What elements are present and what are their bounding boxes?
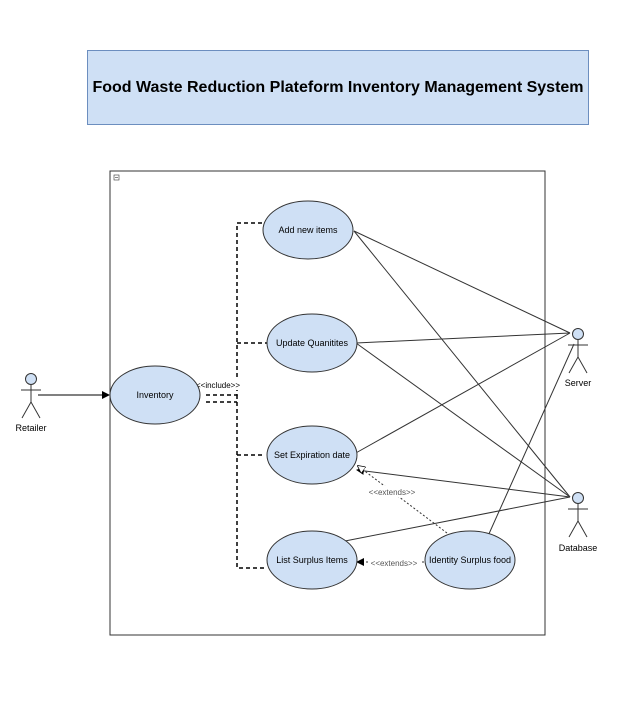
actor-server-head bbox=[572, 328, 584, 340]
use-case-list-surplus-items[interactable]: List Surplus Items bbox=[266, 530, 358, 590]
include-path-list bbox=[236, 395, 266, 569]
diagram-title: Food Waste Reduction Plateform Inventory… bbox=[92, 78, 584, 96]
actor-retailer-head bbox=[25, 373, 37, 385]
associations bbox=[344, 230, 575, 542]
assoc-expiration-server bbox=[353, 332, 571, 455]
use-case-add-new-items-label: Add new items bbox=[278, 225, 338, 235]
include-path-main bbox=[206, 222, 264, 396]
extends-label-1: <<extends>> bbox=[369, 488, 416, 497]
actor-server-label: Server bbox=[565, 378, 592, 388]
extends-identify-expiration bbox=[358, 466, 448, 534]
actor-retailer-label: Retailer bbox=[15, 423, 46, 433]
use-case-inventory[interactable]: Inventory bbox=[109, 365, 201, 425]
assoc-additems-database bbox=[353, 230, 571, 498]
assoc-update-database bbox=[355, 342, 571, 498]
extends-label-2: <<extends>> bbox=[371, 559, 418, 568]
use-case-identify-surplus-food[interactable]: Identity Surplus food bbox=[424, 530, 516, 590]
actor-database-label: Database bbox=[559, 543, 598, 553]
actor-retailer[interactable] bbox=[21, 373, 41, 419]
use-case-update-quantities[interactable]: Update Quanitites bbox=[266, 313, 358, 373]
use-case-set-expiration-date[interactable]: Set Expiration date bbox=[266, 425, 358, 485]
assoc-additems-server bbox=[353, 230, 571, 334]
assoc-identify-server bbox=[487, 343, 575, 537]
assoc-update-server bbox=[355, 332, 571, 344]
use-case-identify-surplus-food-label: Identity Surplus food bbox=[429, 555, 511, 565]
use-case-set-expiration-date-label: Set Expiration date bbox=[274, 450, 350, 460]
use-case-list-surplus-items-label: List Surplus Items bbox=[276, 555, 348, 565]
assoc-listsurplus-database bbox=[344, 496, 571, 542]
actor-database-head bbox=[572, 492, 584, 504]
include-connectors bbox=[206, 222, 267, 569]
actor-database[interactable] bbox=[568, 492, 588, 538]
use-case-inventory-label: Inventory bbox=[136, 390, 174, 400]
use-case-update-quantities-label: Update Quanitites bbox=[276, 338, 349, 348]
assoc-database-expiration bbox=[356, 466, 571, 498]
system-boundary bbox=[109, 170, 546, 636]
actor-server[interactable] bbox=[568, 328, 588, 374]
use-case-add-new-items[interactable]: Add new items bbox=[262, 200, 354, 260]
include-label: <<include>> bbox=[196, 381, 240, 390]
diagram-title-box: Food Waste Reduction Plateform Inventory… bbox=[87, 50, 589, 125]
